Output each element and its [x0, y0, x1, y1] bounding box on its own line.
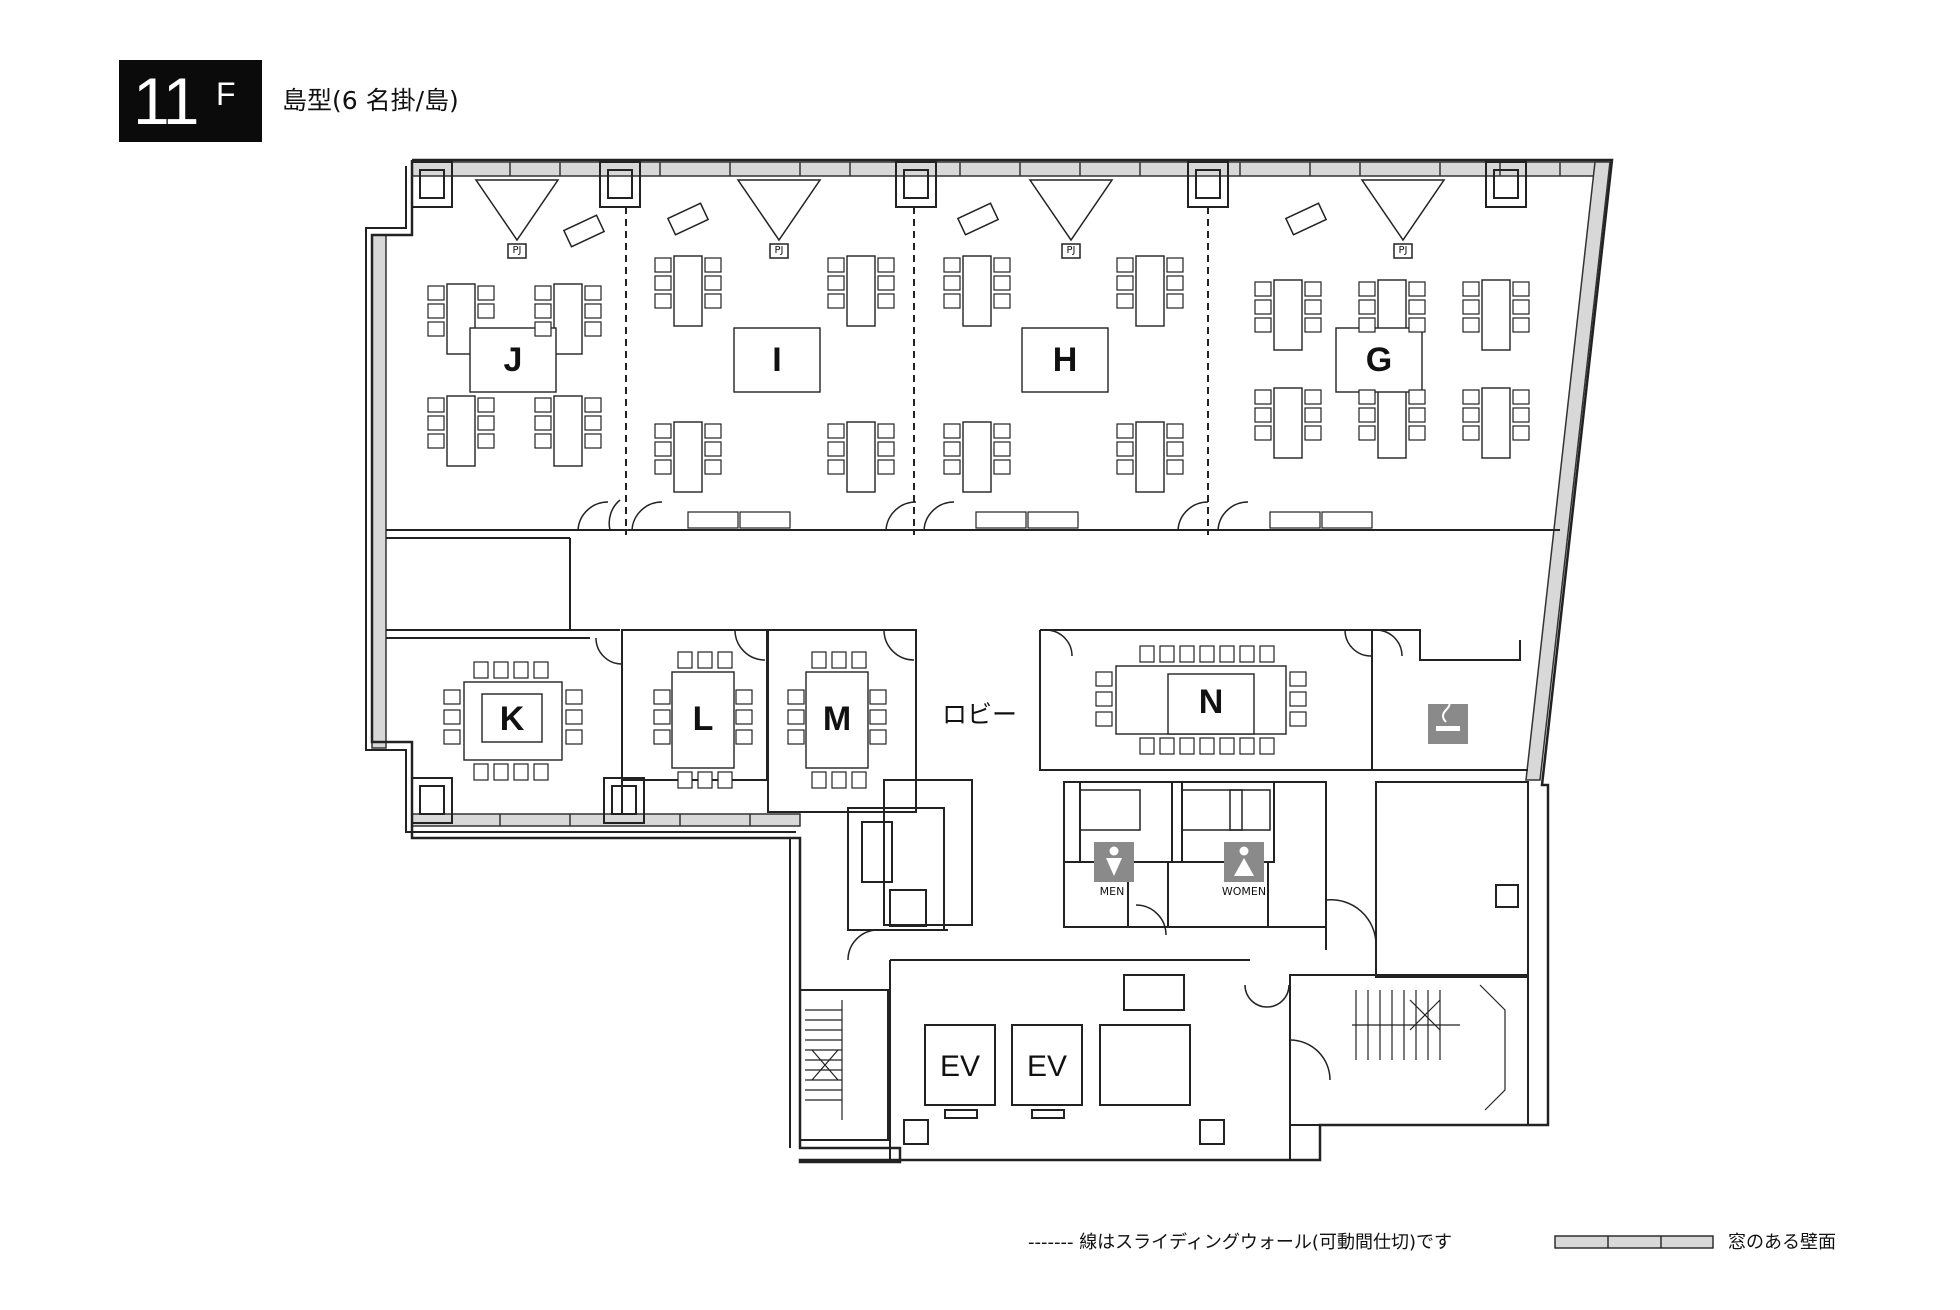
doors	[577, 499, 1403, 1081]
men-restroom-icon	[1094, 842, 1134, 882]
floor-number: 11	[133, 64, 200, 138]
stairs-right	[1352, 984, 1506, 1111]
tables	[446, 255, 1511, 769]
vents	[687, 511, 1373, 529]
columns	[411, 161, 1527, 824]
pj-label-i: PJ	[774, 245, 784, 256]
elevator-label-2: EV	[1026, 1050, 1068, 1083]
pj-label-j: PJ	[512, 245, 522, 256]
men-label: MEN	[1099, 885, 1125, 898]
lobby-label: ロビー	[942, 700, 1018, 729]
room-label-boxes	[469, 327, 1423, 743]
restroom-partitions	[1079, 789, 1327, 880]
legend-sliding-wall: ------- 線はスライディングウォール(可動間仕切)です	[1028, 1232, 1452, 1253]
smoking-area-icon	[1428, 699, 1468, 744]
room-label-m: M	[822, 700, 852, 738]
sliding-walls	[625, 207, 1209, 535]
projector-screens	[474, 179, 1446, 259]
pj-label-h: PJ	[1066, 245, 1076, 256]
room-label-i: I	[772, 341, 782, 379]
room-label-g: G	[1365, 341, 1393, 379]
pj-label-g: PJ	[1398, 245, 1408, 256]
exterior-wall	[370, 158, 1614, 1164]
legend-window-wall: 窓のある壁面	[1728, 1232, 1836, 1253]
room-label-h: H	[1052, 341, 1078, 379]
window-mullions	[499, 162, 1561, 826]
room-label-l: L	[692, 700, 714, 738]
women-restroom-icon	[1224, 842, 1264, 882]
women-label: WOMEN	[1221, 885, 1267, 898]
stairs-left	[805, 1000, 843, 1120]
floor-badge: 11 F	[119, 60, 262, 142]
room-label-j: J	[503, 341, 523, 379]
room-label-k: K	[499, 700, 525, 738]
elevator-label-1: EV	[939, 1050, 981, 1083]
window-wall-legend-swatch	[1554, 1235, 1714, 1249]
layout-caption: 島型(6 名掛/島)	[282, 86, 459, 115]
room-label-n: N	[1198, 683, 1224, 721]
chairs	[427, 257, 1530, 789]
floor-suffix: F	[216, 76, 236, 112]
